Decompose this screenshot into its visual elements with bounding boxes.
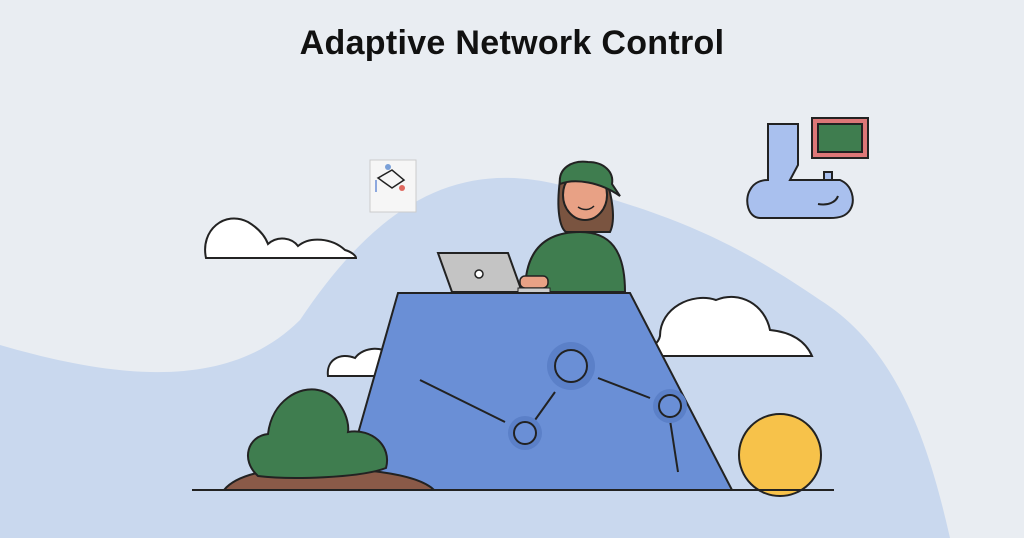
cloud-right bbox=[631, 295, 814, 357]
person bbox=[519, 160, 627, 293]
laptop-icon bbox=[436, 252, 551, 294]
bush bbox=[221, 388, 437, 491]
cloud-left bbox=[204, 217, 358, 259]
network-lines bbox=[419, 377, 679, 473]
diagram-card-icon bbox=[369, 159, 417, 213]
network-node-globe-icon bbox=[508, 416, 542, 450]
machine-icon bbox=[746, 117, 869, 219]
page-title: Adaptive Network Control bbox=[299, 24, 725, 62]
sun bbox=[738, 413, 822, 497]
network-node-face-icon bbox=[653, 389, 687, 423]
network-node-hub bbox=[547, 342, 595, 390]
